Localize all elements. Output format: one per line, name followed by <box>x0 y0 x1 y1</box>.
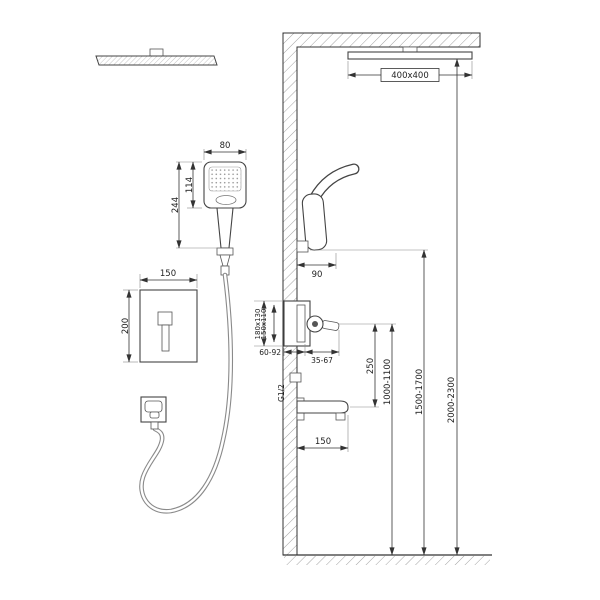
mixer-section <box>283 300 340 383</box>
label-spout-height: 1000-1100 <box>383 359 393 405</box>
hand-shower-section <box>296 163 360 253</box>
dim-spout-projection: 150 <box>296 415 349 452</box>
dim-hand-shower-height: 1500-1700 <box>310 249 428 556</box>
mixer-lever-front <box>161 324 170 352</box>
label-hand-shower-wall-offset: 90 <box>312 270 323 280</box>
shower-hose <box>139 272 234 514</box>
label-hand-shower-face-height: 114 <box>185 177 195 193</box>
dim-rain-head-height: 2000-2300 <box>447 58 460 556</box>
floor-line <box>283 554 492 565</box>
dim-rough-in-inner: 150x110 <box>260 304 277 343</box>
dim-mixer-to-spout: 250 <box>350 323 379 408</box>
label-mixer-plate-width: 150 <box>160 269 176 279</box>
label-hand-shower-height: 1500-1700 <box>415 369 425 415</box>
mixer-front-view <box>139 289 198 363</box>
label-connection-thread-group: G1/2 <box>277 384 286 402</box>
hand-shower-bracket <box>296 240 309 253</box>
hand-shower-front-view <box>203 161 247 276</box>
dim-rain-head-size: 400x400 <box>347 61 473 82</box>
wall-section <box>282 32 481 556</box>
label-rain-head-height: 2000-2300 <box>447 377 457 423</box>
dim-hand-shower-length: 244 <box>171 161 221 249</box>
spout-front-view <box>140 396 167 430</box>
hose-connector <box>150 421 159 430</box>
dim-hand-shower-width: 80 <box>203 141 247 160</box>
spout-outlet <box>335 412 346 421</box>
label-mixer-to-spout: 250 <box>366 358 376 374</box>
pipe-connection <box>289 372 302 383</box>
label-hand-shower-length: 244 <box>171 197 181 213</box>
dim-hand-shower-wall-offset: 90 <box>296 253 337 280</box>
mixer-lever-side <box>321 320 340 331</box>
label-mixer-plate-height: 200 <box>121 318 131 334</box>
mixer-trim-plate <box>296 304 306 343</box>
label-trim-projection: 35-67 <box>311 356 333 365</box>
label-connection-thread: G1/2 <box>277 384 286 402</box>
label-hand-shower-width: 80 <box>220 141 231 151</box>
dim-rough-in-outer: 180x130 <box>254 300 282 347</box>
dim-spout-height: 1000-1100 <box>339 323 396 556</box>
dim-trim-projection: 35-67 <box>304 330 340 365</box>
label-spout-projection: 150 <box>315 437 331 447</box>
label-rain-head-size: 400x400 <box>391 71 428 81</box>
label-rough-in-inner: 150x110 <box>260 309 268 340</box>
spout-section <box>296 397 349 421</box>
hand-shower-holder <box>216 247 234 276</box>
dim-mixer-plate-width: 150 <box>139 269 198 288</box>
rain-head-section <box>347 46 473 60</box>
label-rough-in-depth: 60-92 <box>259 348 281 357</box>
label-rough-in-outer: 180x130 <box>254 309 262 340</box>
hand-shower-button <box>215 195 237 205</box>
dim-mixer-plate-height: 200 <box>121 289 138 363</box>
rain-head-side-view <box>95 48 218 66</box>
